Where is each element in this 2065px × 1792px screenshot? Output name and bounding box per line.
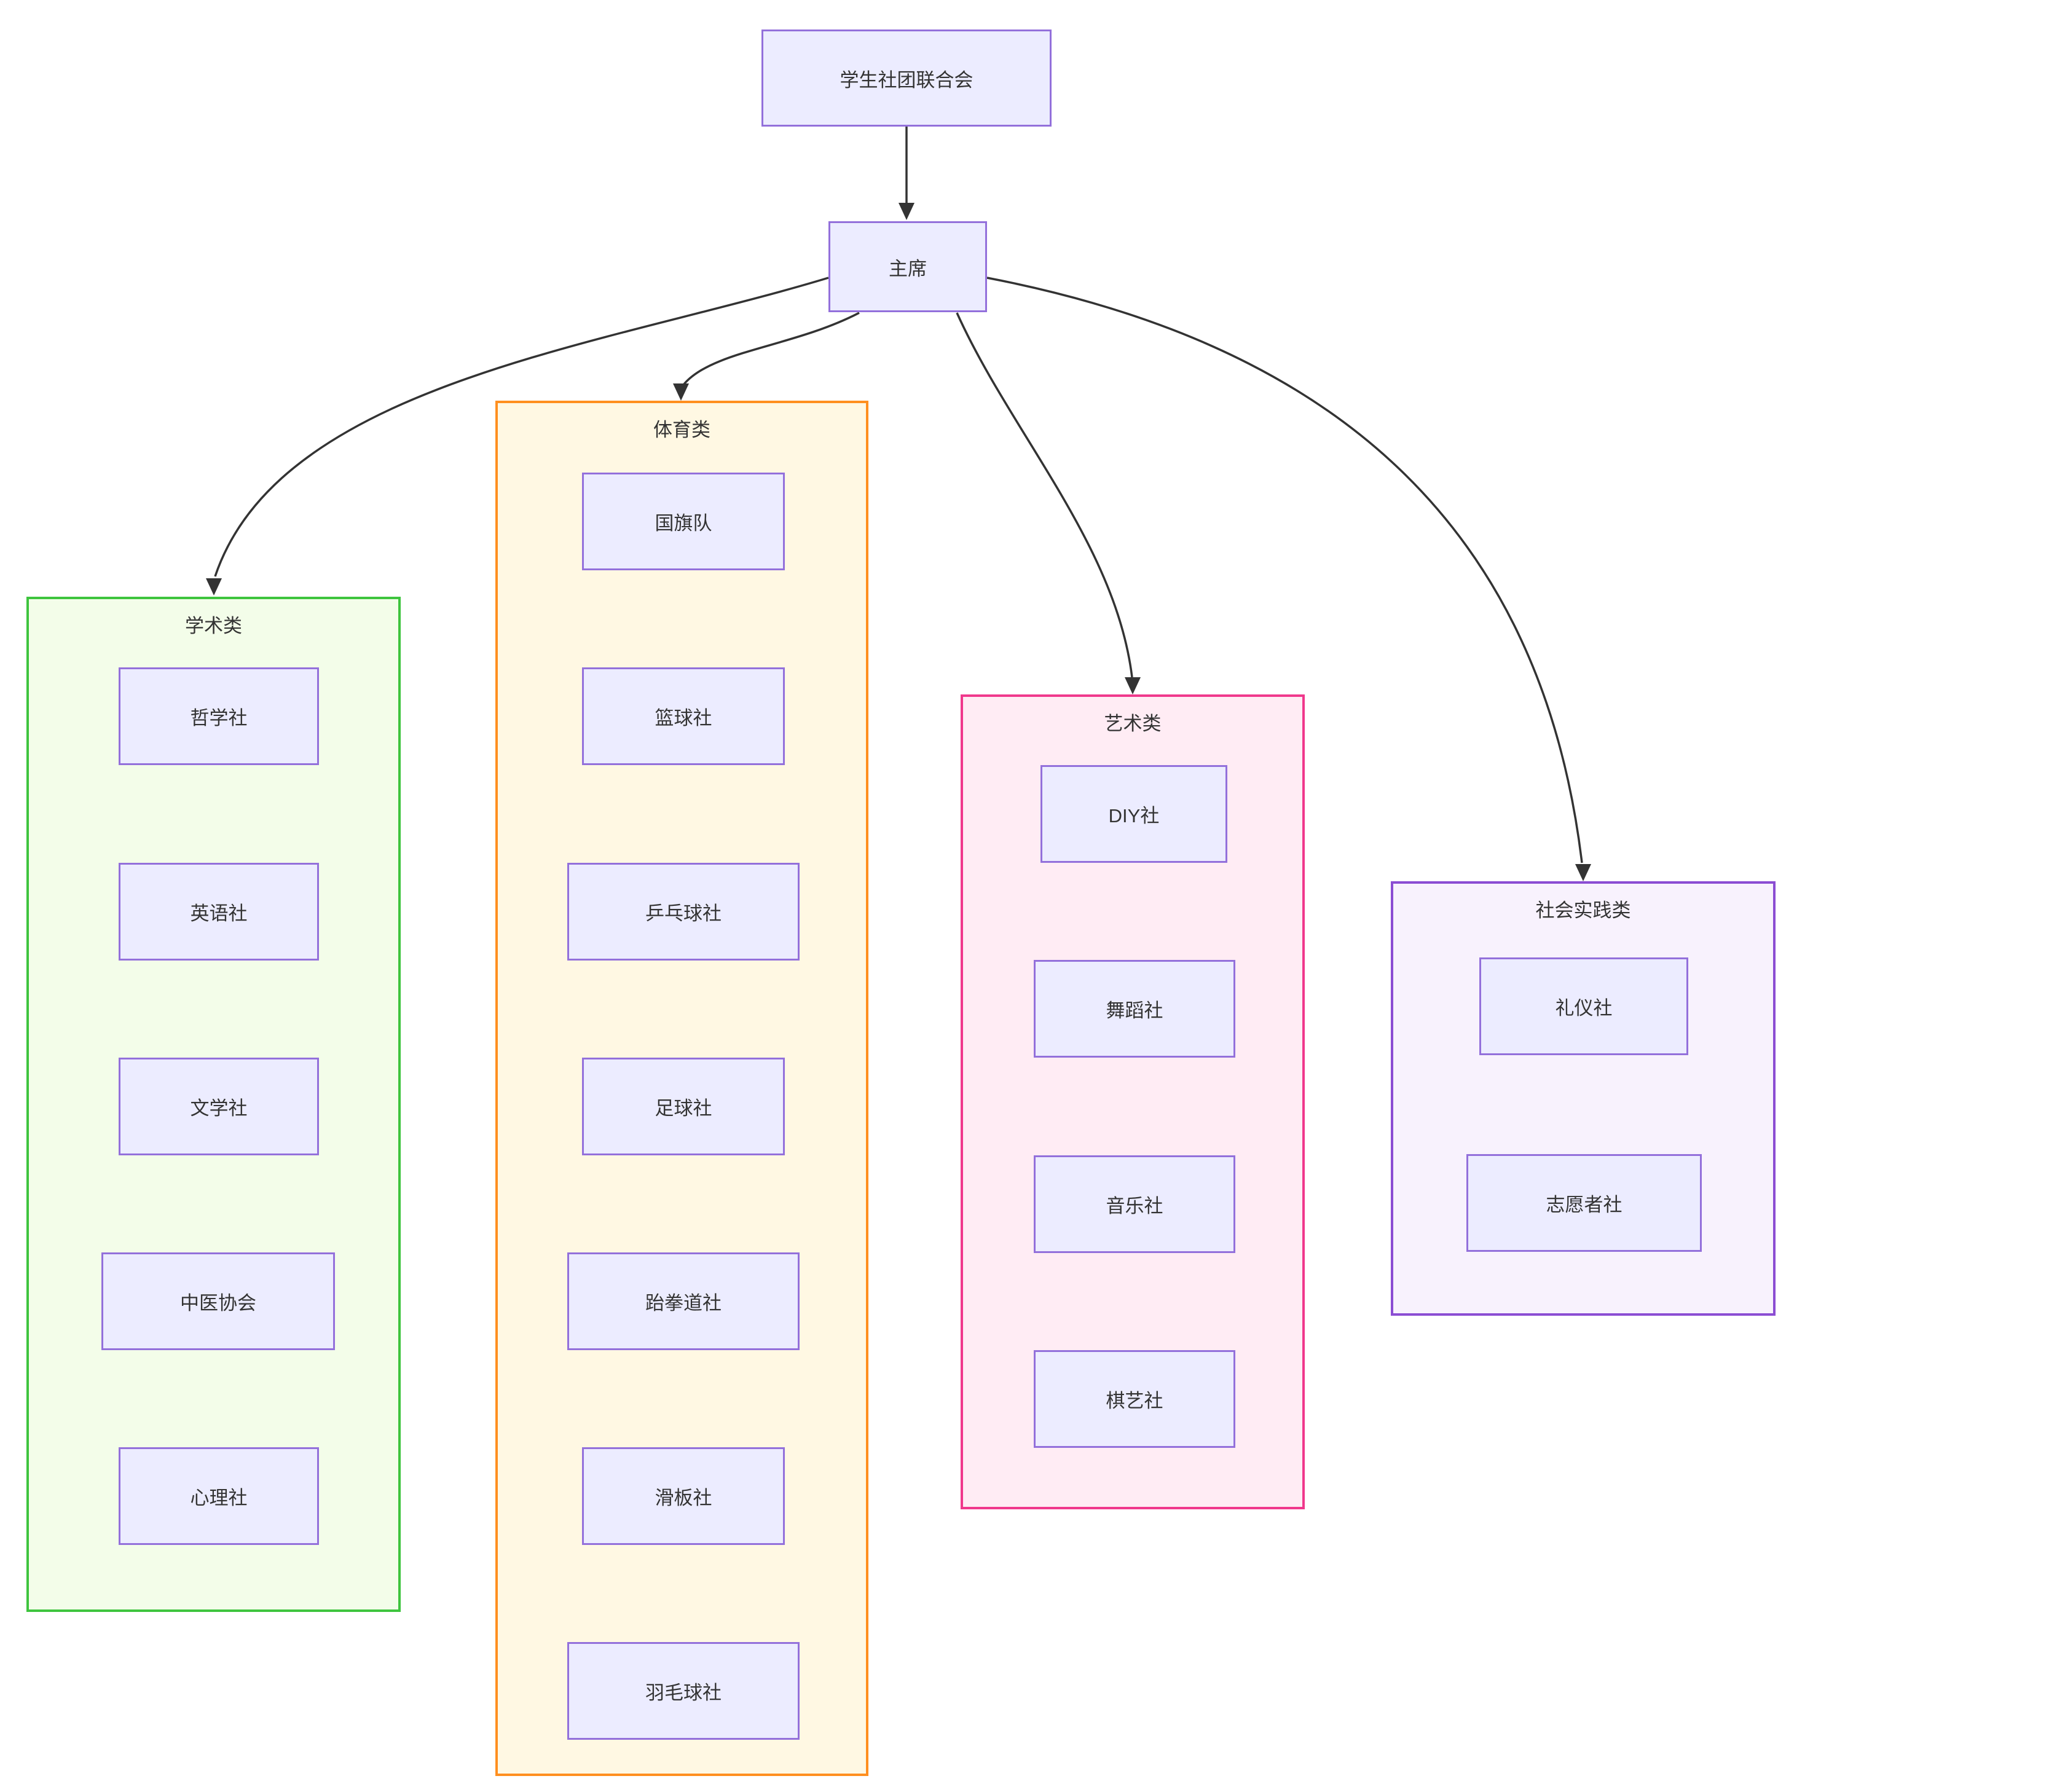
node-etiquette-club: 礼仪社 bbox=[1479, 957, 1688, 1055]
edge-chair-academic-arrowhead bbox=[206, 578, 222, 595]
node-chess-club: 棋艺社 bbox=[1034, 1350, 1235, 1448]
edge-chair-sports bbox=[683, 312, 860, 385]
group-sports: 体育类 国旗队 篮球社 乒乓球社 足球社 跆拳道社 滑板社 羽毛球社 bbox=[495, 401, 868, 1776]
node-music-club: 音乐社 bbox=[1034, 1155, 1235, 1253]
node-dance-club: 舞蹈社 bbox=[1034, 960, 1235, 1058]
node-chair: 主席 bbox=[828, 221, 987, 312]
node-tcm-association: 中医协会 bbox=[101, 1252, 335, 1350]
edge-chair-sports-arrowhead bbox=[673, 383, 689, 401]
group-social-practice: 社会实践类 礼仪社 志愿者社 bbox=[1391, 881, 1776, 1316]
node-football-club: 足球社 bbox=[582, 1058, 785, 1155]
node-diy-club: DIY社 bbox=[1040, 765, 1227, 863]
group-arts: 艺术类 DIY社 舞蹈社 音乐社 棋艺社 bbox=[961, 694, 1305, 1509]
node-english-club: 英语社 bbox=[119, 863, 319, 961]
node-psychology-club: 心理社 bbox=[119, 1447, 319, 1545]
group-arts-label: 艺术类 bbox=[1104, 713, 1162, 734]
node-skateboard-club: 滑板社 bbox=[582, 1447, 785, 1545]
group-academic: 学术类 哲学社 英语社 文学社 中医协会 心理社 bbox=[26, 597, 401, 1612]
node-table-tennis-club: 乒乓球社 bbox=[567, 863, 800, 961]
edge-chair-social-arrowhead bbox=[1575, 864, 1591, 881]
group-academic-label: 学术类 bbox=[185, 615, 242, 637]
node-volunteer-club: 志愿者社 bbox=[1466, 1154, 1702, 1252]
node-flag-team: 国旗队 bbox=[582, 473, 785, 570]
group-sports-label: 体育类 bbox=[653, 419, 710, 441]
edge-chair-arts bbox=[956, 312, 1133, 678]
node-basketball-club: 篮球社 bbox=[582, 667, 785, 765]
node-federation: 学生社团联合会 bbox=[761, 29, 1052, 127]
edge-federation-chair-arrowhead bbox=[899, 203, 914, 220]
node-taekwondo-club: 跆拳道社 bbox=[567, 1252, 800, 1350]
node-philosophy-club: 哲学社 bbox=[119, 667, 319, 765]
node-badminton-club: 羽毛球社 bbox=[567, 1642, 800, 1740]
edge-chair-arts-arrowhead bbox=[1125, 677, 1141, 694]
group-social-practice-label: 社会实践类 bbox=[1535, 900, 1631, 921]
node-literature-club: 文学社 bbox=[119, 1058, 319, 1155]
